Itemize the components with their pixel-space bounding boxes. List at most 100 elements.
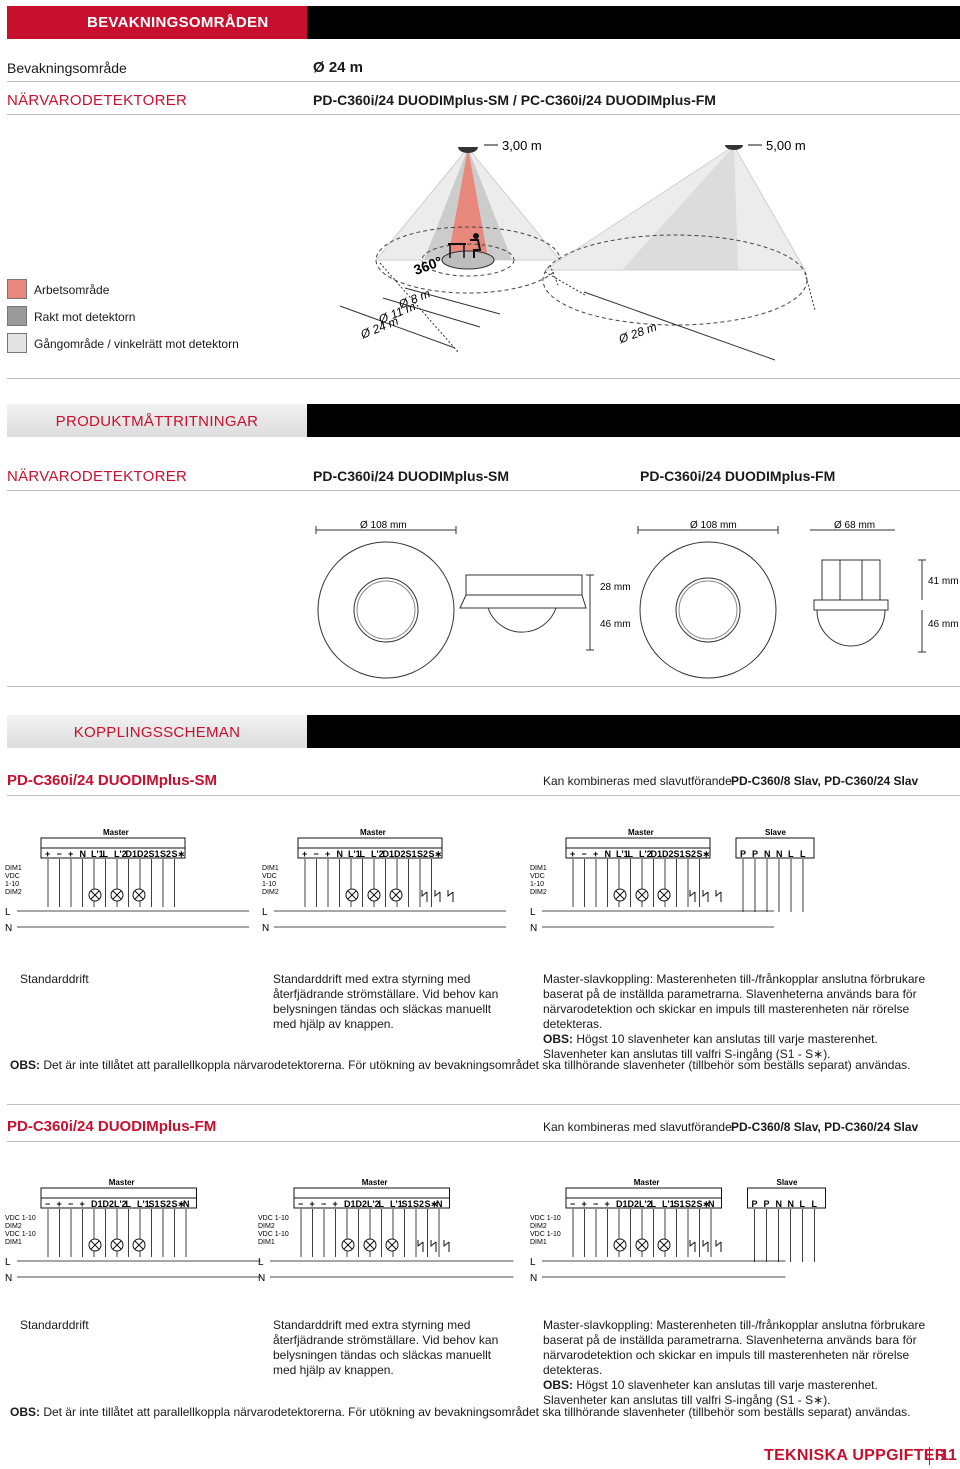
lamp-cross [347, 890, 357, 900]
terminal-label: S2 [160, 1199, 171, 1209]
terminal-label: N [183, 1199, 190, 1209]
height-3m: 3,00 m [502, 138, 542, 153]
dim-sm-bottom: 46 mm [600, 619, 631, 630]
fm-combine-label: Kan kombineras med slavutförande [543, 1120, 732, 1134]
sm-combine-label: Kan kombineras med slavutförande [543, 774, 732, 788]
dia-28: Ø 28 m [616, 320, 659, 347]
pushbutton-symbol [715, 1240, 722, 1252]
terminal-label: − [68, 1199, 73, 1209]
cone-5m [542, 145, 808, 326]
terminal-label: L'2 [367, 1199, 380, 1209]
slave-block [747, 1187, 826, 1209]
terminal-label: N [708, 1199, 715, 1209]
terminal-label: S1 [674, 1199, 685, 1209]
fm-desc-2: Standarddrift med extra styrning med åte… [273, 1318, 499, 1377]
sm-desc-3-obs: OBS: [543, 1032, 573, 1046]
coverage-diagram: 3,00 m 5,00 m 360° Ø 8 m Ø 11 m Ø 24 m Ø… [339, 138, 816, 361]
master-label: Master [360, 828, 386, 837]
dimensions-category: NÄRVARODETEKTORER [7, 468, 188, 485]
terminal-label: S∗ [697, 1199, 711, 1209]
sm-desc-3a: Master-slavkoppling: Masterenheten till-… [543, 972, 926, 1031]
sm-obs: OBS: Det är inte tillåtet att parallellk… [10, 1058, 955, 1073]
lamp-cross [369, 890, 379, 900]
slave-terminal-label: L [788, 849, 794, 859]
terminal-label: L'2 [639, 849, 652, 859]
terminal-label: L'2 [114, 849, 127, 859]
fm-desc-3: Master-slavkoppling: Masterenheten till-… [543, 1318, 948, 1408]
slave-terminal-label: L [812, 1199, 818, 1209]
slave-terminal-label: P [752, 1199, 758, 1209]
side-label: DIM2 [262, 889, 279, 896]
terminal-label: − [45, 1199, 50, 1209]
terminal-label: L [628, 849, 634, 859]
lamp-cross [659, 890, 669, 900]
slave-label: Slave [765, 828, 786, 837]
terminal-label: + [68, 849, 73, 859]
terminal-label: − [298, 1199, 303, 1209]
pushbutton-symbol [702, 1240, 709, 1252]
terminal-label: D2 [103, 1199, 115, 1209]
legend-label-work: Arbetsområde [34, 283, 110, 297]
terminal-label: L'1 [390, 1199, 403, 1209]
terminal-label: + [310, 1199, 315, 1209]
divider [7, 1141, 960, 1142]
fm-obs: OBS: Det är inte tillåtet att parallellk… [10, 1405, 955, 1420]
terminal-label: L'1 [137, 1199, 150, 1209]
terminal-label: D1 [651, 849, 663, 859]
lamp-cross [387, 1240, 397, 1250]
terminal-label: + [325, 849, 330, 859]
terminal-label: D1 [344, 1199, 356, 1209]
dimension-drawings: Ø 108 mm 28 mm 46 mm Ø 108 mm Ø 68 mm 41… [315, 520, 959, 679]
slave-block [735, 837, 815, 859]
lamp-cross [637, 890, 647, 900]
slave-terminal-label: N [776, 849, 783, 859]
fm-desc-3c: Slavenheter kan anslutas till valfri S-i… [543, 1393, 831, 1407]
slave-terminal-label: N [776, 1199, 783, 1209]
terminal-label: D1 [383, 849, 395, 859]
terminal-label: S1 [674, 849, 685, 859]
fm-obs-text: Det är inte tillåtet att parallellkoppla… [43, 1405, 911, 1419]
coverage-category: NÄRVARODETEKTORER [7, 92, 188, 109]
terminal-label: D2 [628, 1199, 640, 1209]
side-label: VDC 1-10 [5, 1231, 36, 1238]
lamp-cross [112, 1240, 122, 1250]
slave-terminal-label: L [800, 1199, 806, 1209]
height-5m: 5,00 m [766, 138, 806, 153]
side-label: N [258, 1273, 265, 1284]
dimensions-band-title: PRODUKTMÅTTRITNINGAR [7, 404, 307, 437]
side-label: DIM2 [258, 1223, 275, 1230]
side-label: DIM1 [262, 865, 279, 872]
divider [7, 81, 960, 82]
terminal-label: D2 [137, 849, 149, 859]
terminal-label: D2 [356, 1199, 368, 1209]
side-label: N [5, 1273, 12, 1284]
dimensions-product-fm: PD-C360i/24 DUODIMplus-FM [640, 468, 836, 484]
side-label: DIM1 [530, 1239, 547, 1246]
terminal-label: + [582, 1199, 587, 1209]
terminal-label: S∗ [172, 1199, 186, 1209]
side-label: L [258, 1257, 264, 1268]
master-label: Master [109, 1178, 135, 1187]
dim-sm-top: 28 mm [600, 582, 631, 593]
footer-section: TEKNISKA UPPGIFTER [764, 1447, 947, 1464]
coverage-value: Ø 24 m [313, 59, 364, 76]
pushbutton-symbol [443, 1240, 450, 1252]
terminal-label: N [80, 849, 87, 859]
slave-terminal-label: P [764, 1199, 770, 1209]
side-label: VDC [530, 873, 545, 880]
terminal-label: L [103, 849, 109, 859]
dim-fm-top: 41 mm [928, 576, 959, 587]
master-label: Master [634, 1178, 660, 1187]
terminal-label: D1 [616, 1199, 628, 1209]
side-label: DIM1 [258, 1239, 275, 1246]
divider [7, 1104, 960, 1105]
slave-terminal-label: P [740, 849, 746, 859]
side-label: DIM1 [5, 1239, 22, 1246]
pushbutton-symbol [417, 1240, 424, 1252]
pushbutton-symbol [447, 890, 454, 902]
pushbutton-symbol [702, 890, 709, 902]
side-label: VDC 1-10 [258, 1215, 289, 1222]
dimensions-product-sm: PD-C360i/24 DUODIMplus-SM [313, 468, 510, 484]
